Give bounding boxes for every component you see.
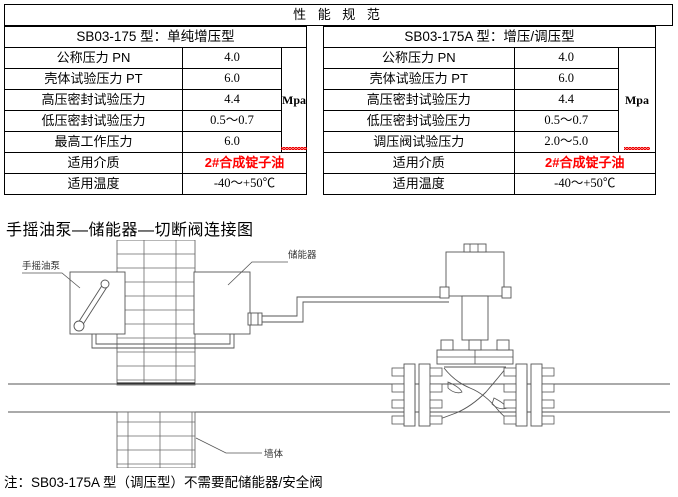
specification-tables: 性 能 规 范 SB03-175 型：单纯增压型 公称压力 PN 4.0 Mpa	[3, 4, 673, 207]
left-row3-value: 0.5～0.7	[182, 110, 282, 132]
table-row: 高压密封试验压力 4.4	[4, 89, 307, 111]
left-model-header-row: SB03-175 型：单纯增压型	[3, 26, 308, 48]
left-row0-label: 公称压力 PN	[4, 47, 183, 69]
table-row: 最高工作压力 6.0	[4, 131, 307, 153]
right-row2-value: 4.4	[513, 89, 619, 111]
return-pipe-loop	[91, 334, 235, 349]
supply-pipe	[262, 296, 449, 323]
right-temp-label: 适用温度	[323, 173, 515, 195]
right-row4-value: 2.0～5.0	[513, 131, 619, 153]
spec-tables-wrapper: SB03-175 型：单纯增压型 公称压力 PN 4.0 Mpa 壳体试验压力 …	[3, 26, 673, 195]
right-row4-label: 调压阀试验压力	[323, 131, 515, 153]
label-accumulator: 储能器	[288, 249, 317, 261]
table-row-medium: 适用介质 2#合成锭子油	[323, 152, 657, 174]
left-row4-label: 最高工作压力	[4, 131, 183, 153]
table-row-temperature: 适用温度 -40～+50℃	[4, 173, 308, 195]
connection-diagram: 手摇油泵 储能器 墙体	[0, 240, 678, 468]
table-row: 壳体试验压力 PT 6.0	[4, 68, 307, 90]
left-row2-value: 4.4	[182, 89, 282, 111]
right-unit-label: Mpa	[624, 92, 649, 107]
label-wall: 墙体	[264, 448, 284, 460]
table-row: 公称压力 PN 4.0 Mpa	[323, 47, 657, 153]
right-row3-label: 低压密封试验压力	[323, 110, 515, 132]
diagram-title: 手摇油泵—储能器—切断阀连接图	[6, 222, 254, 239]
flange-bolts-right	[503, 367, 555, 425]
left-unit-cell: Mpa	[280, 47, 308, 153]
hand-pump	[69, 271, 126, 335]
valve-actuator	[439, 243, 512, 341]
valve-body	[433, 366, 515, 423]
table-row: 壳体试验压力 PT 6.0	[323, 68, 656, 90]
table-row-medium: 适用介质 2#合成锭子油	[4, 152, 308, 174]
right-temp-value: -40～+50℃	[513, 173, 657, 195]
table-row: 高压密封试验压力 4.4	[323, 89, 656, 111]
left-row3-label: 低压密封试验压力	[4, 110, 183, 132]
right-row3-value: 0.5～0.7	[513, 110, 619, 132]
table-row: 低压密封试验压力 0.5～0.7	[323, 110, 656, 132]
left-model-header: SB03-175 型：单纯增压型	[3, 26, 308, 48]
valve-flange-right	[503, 363, 555, 427]
left-medium-value: 2#合成锭子油	[181, 152, 308, 174]
valve-flange-left	[391, 363, 443, 427]
spellcheck-underline-icon	[281, 147, 307, 150]
right-row0-value: 4.0	[513, 47, 619, 69]
left-medium-label: 适用介质	[4, 152, 183, 174]
flange-bolts-left	[391, 367, 443, 425]
table-row: 公称压力 PN 4.0 Mpa	[4, 47, 308, 153]
ground-pipe-lines	[8, 383, 670, 413]
left-row4-value: 6.0	[182, 131, 282, 153]
left-row2-label: 高压密封试验压力	[4, 89, 183, 111]
left-unit-label: Mpa	[282, 92, 306, 107]
spec-title-table: 性 能 规 范	[4, 4, 673, 26]
right-row1-label: 壳体试验压力 PT	[323, 68, 515, 90]
spec-title-cell: 性 能 规 范	[4, 4, 673, 26]
spec-title-row: 性 能 规 范	[4, 4, 673, 26]
right-row0-label: 公称压力 PN	[323, 47, 515, 69]
right-unit-cell: Mpa	[617, 47, 657, 153]
diagram-svg: 手摇油泵 储能器 墙体	[8, 240, 670, 468]
spellcheck-underline-icon	[623, 147, 650, 150]
wall-upper	[116, 240, 196, 386]
right-row1-value: 6.0	[513, 68, 619, 90]
right-medium-value: 2#合成锭子油	[513, 152, 657, 174]
left-row1-label: 壳体试验压力 PT	[4, 68, 183, 90]
footer-note: 注：SB03-175A 型（调压型）不需要配储能器/安全阀	[4, 475, 323, 490]
wall-lower	[116, 411, 196, 468]
left-temp-value: -40～+50℃	[181, 173, 308, 195]
pipe-fitting	[247, 312, 263, 326]
label-hand-pump: 手摇油泵	[22, 260, 61, 272]
table-row-temperature: 适用温度 -40～+50℃	[323, 173, 657, 195]
right-medium-label: 适用介质	[323, 152, 515, 174]
spec-table-right: SB03-175A 型：增压/调压型 公称压力 PN 4.0 Mpa 壳体试验压…	[323, 26, 657, 195]
right-row2-label: 高压密封试验压力	[323, 89, 515, 111]
spec-table-left: SB03-175 型：单纯增压型 公称压力 PN 4.0 Mpa 壳体试验压力 …	[3, 26, 308, 195]
accumulator	[193, 271, 251, 335]
left-row0-value: 4.0	[182, 47, 282, 69]
table-row: 调压阀试验压力 2.0～5.0	[323, 131, 656, 153]
leader-lines	[22, 261, 288, 454]
table-row: 低压密封试验压力 0.5～0.7	[4, 110, 307, 132]
right-model-header-row: SB03-175A 型：增压/调压型	[323, 26, 657, 48]
right-model-header: SB03-175A 型：增压/调压型	[323, 26, 657, 48]
valve-bonnet-flange	[436, 339, 514, 365]
left-temp-label: 适用温度	[4, 173, 183, 195]
left-row1-value: 6.0	[182, 68, 282, 90]
